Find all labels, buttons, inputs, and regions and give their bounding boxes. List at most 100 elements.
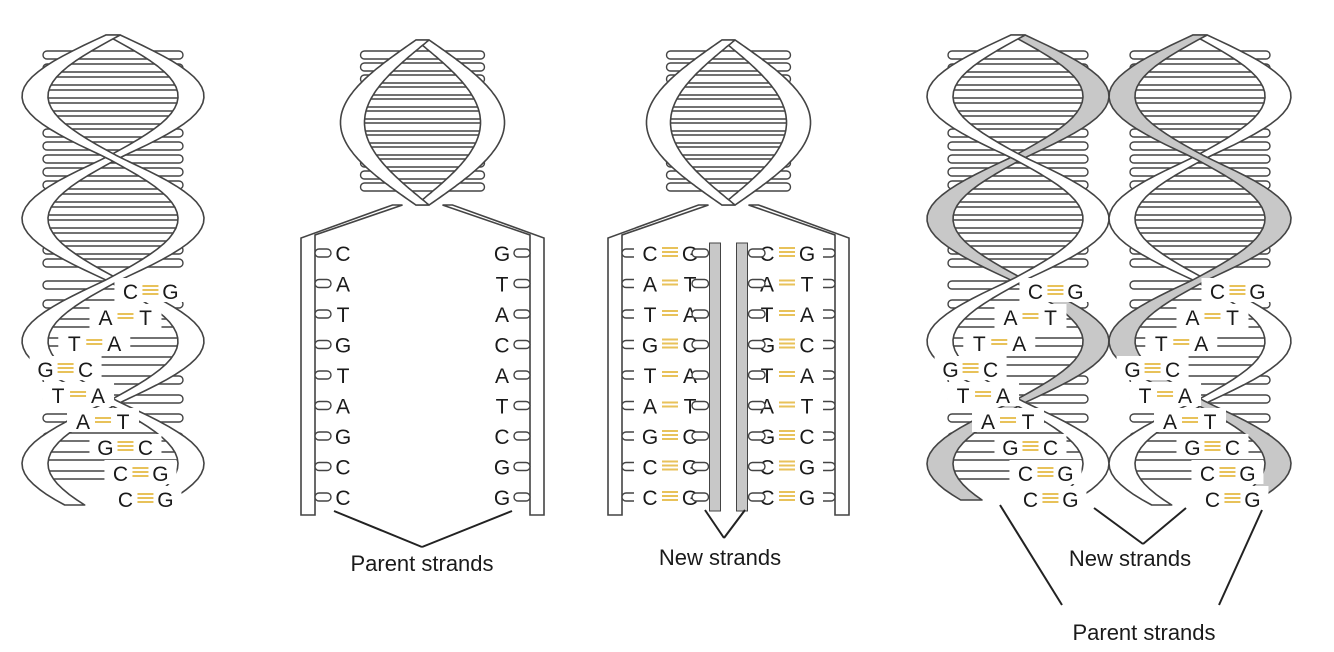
p2-base-stub [314,309,332,319]
p3-new-base-stub [691,248,710,258]
p4a-pair-bg [972,408,1045,432]
p3-new-base-stub [747,248,766,258]
p1-pair-bg [89,304,162,328]
daughter-new-pointer-right [1142,507,1187,545]
p1-base-left: T [68,333,81,356]
p1-rung [42,89,184,99]
p2-rung [359,50,486,60]
p2-parent-backbone-left [300,204,403,516]
p3-new-base-stub [747,309,766,319]
p3-left-base-right: A [683,304,697,327]
p3-new-base-stub [747,370,766,380]
p4a-base-left: G [1002,437,1018,460]
p3-right-base-left: T [761,365,774,388]
p2-parent-base: C [494,426,509,449]
p2-rung [359,74,486,84]
p1-base-left: C [118,489,133,512]
p2-parent-base: C [335,243,350,266]
p4a-strand-a [926,34,1110,501]
p2-parent-base: G [335,426,351,449]
p4b-base-right: T [1226,307,1239,330]
p2-parent-base: G [494,457,510,480]
p3-right-base-left: C [759,487,774,510]
p4a-base-right: A [1012,333,1026,356]
p4b-base-left: T [1139,385,1152,408]
p2-parent-base: T [496,274,509,297]
p3-right-base-left: C [759,243,774,266]
p2-base-stub [314,461,332,472]
p4b-base-left: G [1124,359,1140,382]
p3-right-base-right: C [799,426,814,449]
p2-base-stub [513,492,531,502]
p2-parent-base: C [494,335,509,358]
p3-left-base-left: T [644,365,657,388]
p1-base-right: C [138,437,153,460]
p3-left-base-left: A [643,274,657,297]
p4a-base-left: T [973,333,986,356]
p3-new-base-stub [747,461,766,472]
p4b-rung [1129,102,1271,112]
p4a-rung [947,141,1089,151]
p4b-pair-bg [1176,304,1249,328]
new-strands-label: New strands [659,545,781,570]
p4a-base-left: T [957,385,970,408]
p2-parent-base: C [335,487,350,510]
p4b-rung [1129,180,1271,190]
p2-parent-base: T [337,304,350,327]
p4a-base-right: G [1062,489,1078,512]
p3-rung [665,74,792,84]
p2-base-stub [314,492,332,502]
p2-base-stub [513,431,531,441]
p2-base-stub [314,248,332,258]
p1-base-right: G [152,463,168,486]
p3-parent-backbone-right [748,204,850,516]
p2-rung [359,98,486,108]
p3-right-base-right: G [799,487,815,510]
p3-right-base-right: G [799,457,815,480]
p3-new-base-stub [691,492,710,502]
p2-base-stub [314,339,332,350]
p4b-rung [1129,89,1271,99]
p4a-base-right: G [1067,281,1083,304]
p3-new-base-stub [691,431,710,441]
p4a-base-left: C [1018,463,1033,486]
p4a-rung [947,167,1089,177]
p4a-pair-bg [963,330,1036,354]
p1-base-right: T [117,411,130,434]
parent-strands-label: Parent strands [350,551,493,576]
p3-rung [665,182,792,192]
p4b-base-right: G [1249,281,1265,304]
p1-rung [42,167,184,177]
p3-left-base-left: C [642,243,657,266]
p4b-rung [1129,206,1271,216]
p4b-base-left: A [1163,411,1177,434]
p3-left-base-left: A [643,396,657,419]
p4b-base-left: T [1155,333,1168,356]
p3-rung [665,98,792,108]
p2-parent-base: T [496,396,509,419]
p3-rung [665,146,792,156]
p1-base-left: C [123,281,138,304]
p1-pair-bg [67,408,140,432]
p1-base-right: T [139,307,152,330]
p2-top-strand-b [339,39,430,206]
p3-left-base-right: C [682,335,697,358]
p2-parent-base: G [335,335,351,358]
p3-left-base-right: T [684,274,697,297]
p2-base-stub [513,400,531,411]
p4b-base-right: T [1204,411,1217,434]
p4b-pair-bg [1145,330,1218,354]
p1-base-left: G [37,359,53,382]
p1-rung [42,245,184,255]
p1-rung [42,141,184,151]
p3-right-base-right: G [799,243,815,266]
p3-new-strand-left [709,242,721,512]
p1-base-left: C [113,463,128,486]
p4a-rung [947,219,1089,229]
p4b-base-right: G [1244,489,1260,512]
